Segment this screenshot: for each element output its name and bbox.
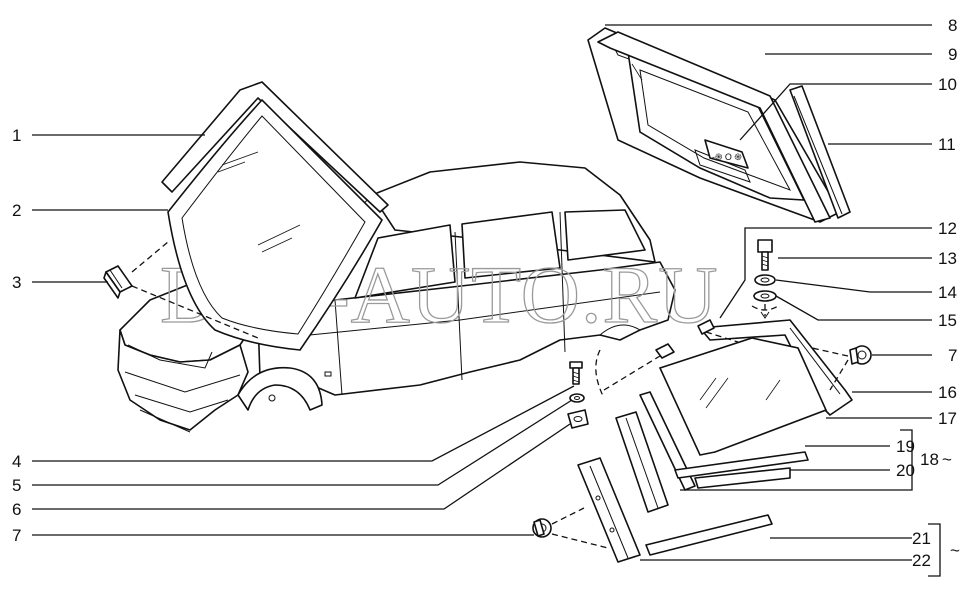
retainer-clip-upper [849, 345, 872, 365]
liftgate-emblem: -֍ O ֍ [704, 139, 749, 169]
tilde-lower: ~ [950, 541, 960, 560]
liftgate-seal [597, 31, 831, 223]
callout-4: 4 [12, 452, 21, 471]
callout-8: 8 [948, 16, 957, 35]
channel-strip-22 [577, 457, 641, 563]
bolt-guide-arrow [760, 311, 770, 319]
clip-guide-line-b [829, 359, 849, 391]
channel-strip-21 [615, 411, 773, 556]
callout-6: 6 [12, 500, 21, 519]
screw-guide-line [595, 349, 605, 399]
callout-11: 11 [938, 135, 956, 154]
lower-seal-strip-20 [694, 467, 791, 489]
clip-guide-line-up [131, 241, 169, 273]
bolt [757, 239, 773, 271]
callout-21: 21 [912, 529, 931, 548]
callout-19: 19 [896, 437, 915, 456]
clip-guide-line-c [551, 507, 585, 525]
leader-lines [32, 24, 941, 577]
callout-20: 20 [896, 461, 915, 480]
callout-2: 2 [12, 201, 21, 220]
tilde-upper: ~ [942, 450, 952, 469]
screw-washer [569, 393, 585, 403]
quarter-window-pin [655, 319, 715, 359]
screw-nut [567, 409, 589, 429]
callout-18: 18 [920, 450, 939, 469]
callout-1: 1 [12, 126, 21, 145]
windshield-seal [161, 81, 389, 213]
clip-guide-line-down [131, 285, 259, 339]
clip-guide-line-d [551, 533, 609, 549]
windshield-clip [103, 265, 133, 299]
liftgate-side-strip [789, 85, 851, 219]
callout-13: 13 [938, 249, 957, 268]
callout-22: 22 [912, 551, 931, 570]
callout-16: 16 [938, 383, 957, 402]
svg-text:-֍ O ֍: -֍ O ֍ [712, 152, 742, 162]
washer-guide-arc [751, 305, 779, 311]
callout-7-right: 7 [948, 346, 957, 365]
lock-washer [754, 274, 776, 286]
callout-9: 9 [948, 45, 957, 64]
pin-guide-line [705, 331, 739, 343]
callout-3: 3 [12, 273, 21, 292]
callout-14: 14 [938, 283, 957, 302]
callout-7-left: 7 [12, 526, 21, 545]
clip-guide-line-a [811, 347, 849, 357]
lower-seal-strip-19 [639, 391, 809, 491]
callout-17: 17 [938, 409, 957, 428]
screw [569, 361, 583, 385]
callout-12: 12 [938, 219, 957, 238]
flat-washer [753, 290, 777, 302]
callout-15: 15 [938, 311, 957, 330]
nut-guide-line [603, 355, 661, 391]
windshield-glass [167, 98, 383, 351]
retainer-clip-lower [532, 518, 552, 538]
callout-5: 5 [12, 476, 21, 495]
callout-10: 10 [938, 75, 957, 94]
quarter-window-glass [658, 337, 828, 456]
